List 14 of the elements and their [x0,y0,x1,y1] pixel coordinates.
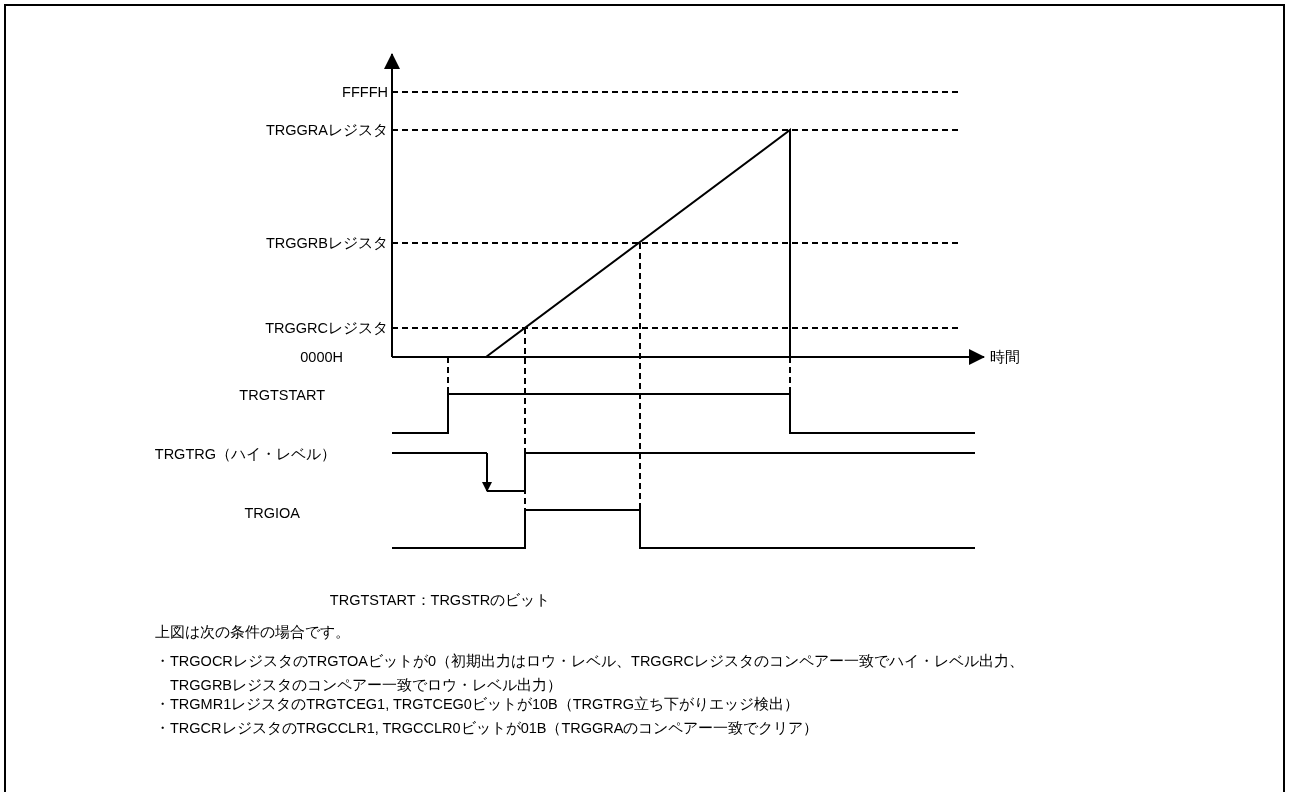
signal-name: TRGTRG（ハイ・レベル） [154,445,336,463]
axis-label: TRGGRCレジスタ [265,319,388,337]
condition-item: ・TRGMR1レジスタのTRGTCEG1, TRGTCEG0ビットが10B（TRGTRG立ち下がりエッジ検出） [155,695,800,714]
note-text: 上図は次の条件の場合です。 [155,623,350,641]
axis-label: 時間 [990,348,1020,366]
axis-label: 0000H [300,348,343,366]
axis-label: FFFFH [342,83,388,101]
signal-name: TRGIOA [244,504,300,522]
axis-label: TRGGRBレジスタ [265,234,388,252]
note-text: TRGTSTART：TRGSTRのビット [329,591,551,609]
axis-label: TRGGRAレジスタ [265,121,388,139]
condition-item: ・TRGOCRレジスタのTRGTOAビットが0（初期出力はロウ・レベル、TRGGRCレジスタのコンペアー一致でハイ・レベル出力、TRGGRBレジスタのコンペアー一致でロウ・レベル出力） [155,652,1025,695]
condition-item: ・TRGCRレジスタのTRGCCLR1, TRGCCLR0ビットが01B（TRGGRAのコンペアー一致でクリア） [155,719,820,738]
signal-name: TRGTSTART [239,386,325,404]
